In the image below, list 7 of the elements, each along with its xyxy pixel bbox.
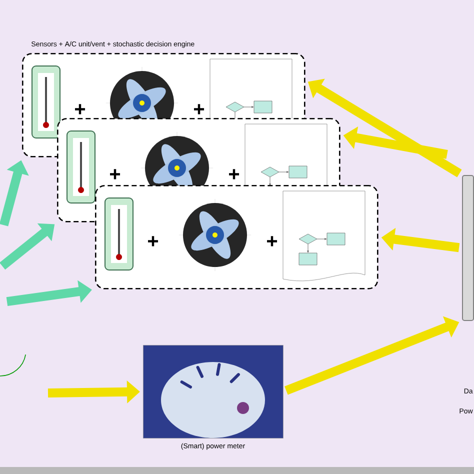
device-box — [462, 175, 474, 321]
plus-sign: + — [110, 169, 120, 180]
plus-sign: + — [194, 104, 204, 114]
plus-sign: + — [148, 236, 158, 246]
plus-sign: + — [75, 104, 86, 114]
plus-sign: + — [229, 169, 240, 180]
plus-sign: + — [267, 236, 278, 246]
